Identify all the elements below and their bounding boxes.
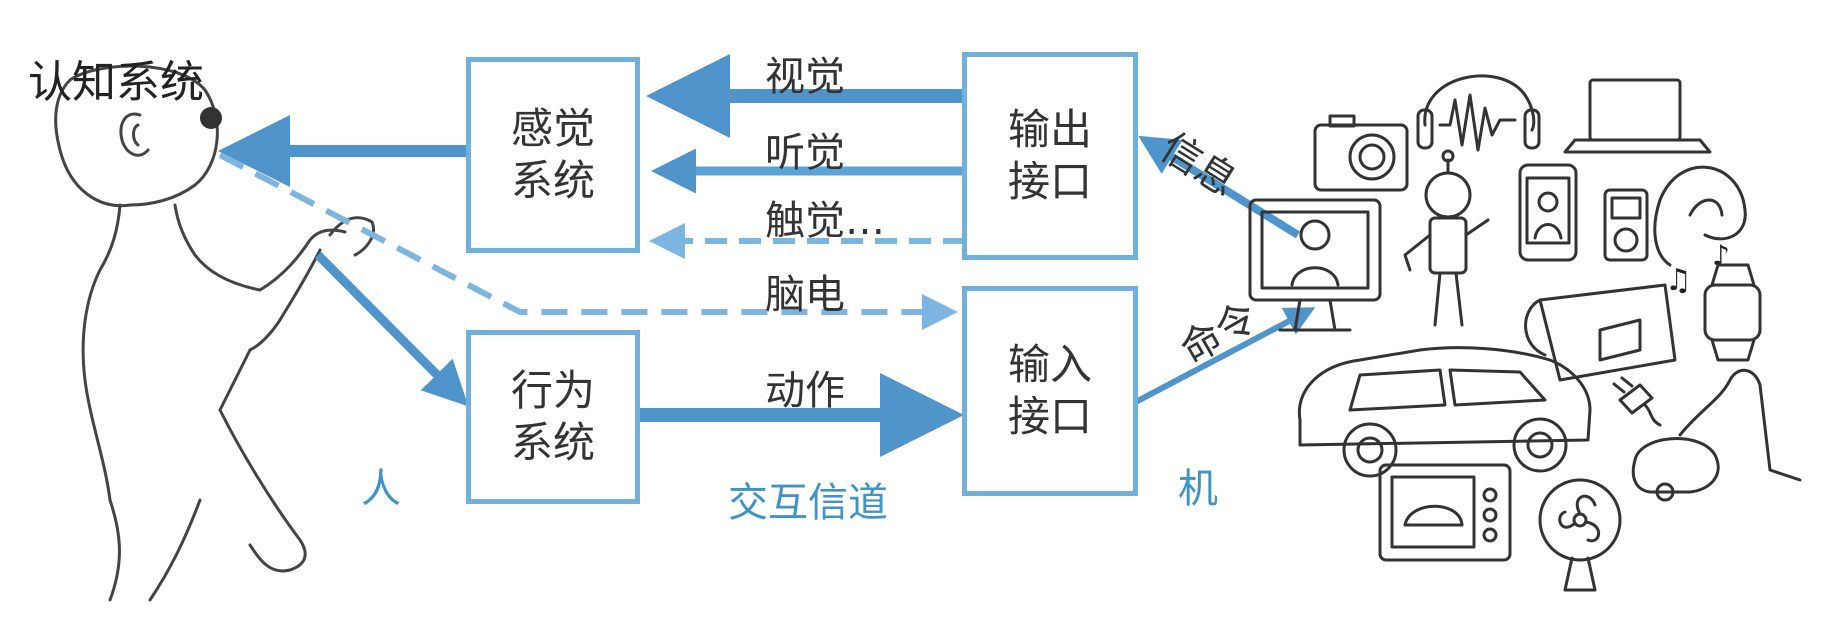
behavior-system-box: 行为 系统 <box>466 330 640 504</box>
human-label: 人 <box>361 466 401 512</box>
command-arrow <box>1128 307 1316 408</box>
hand-to-behavior-arrow <box>314 251 469 407</box>
camera-icon <box>1313 114 1409 192</box>
vision-label: 视觉 <box>765 54 845 100</box>
robot-icon <box>1403 149 1490 327</box>
music-player-icon <box>1603 188 1649 262</box>
vr-headset-icon <box>1524 283 1677 382</box>
touch-label: 触觉… <box>765 198 885 244</box>
earphones-icon: ♫ ♪ <box>1653 165 1747 298</box>
monitor-icon <box>1248 198 1382 332</box>
fan-icon <box>1538 478 1622 592</box>
laptop-icon <box>1563 78 1712 154</box>
machine-label: 机 <box>1178 466 1218 512</box>
person-icon <box>54 64 375 602</box>
microwave-icon <box>1378 463 1512 562</box>
eeg-arrow <box>218 152 958 330</box>
input-interface-box: 输入 接口 <box>962 286 1138 496</box>
hearing-label: 听觉 <box>765 130 845 176</box>
sensory-system-box: 感觉 系统 <box>466 57 640 253</box>
phone-icon <box>1518 163 1578 262</box>
action-label: 动作 <box>765 368 845 414</box>
channel-label: 交互信道 <box>728 480 888 526</box>
cognitive-system-label: 认知系统 <box>28 57 204 108</box>
eeg-label: 脑电 <box>765 272 845 318</box>
svg-text:♪: ♪ <box>1712 239 1730 272</box>
headphones-icon <box>1416 74 1541 152</box>
svg-text:♫: ♫ <box>1665 263 1692 298</box>
plug-icon <box>1612 376 1662 427</box>
vacuum-cleaner-icon <box>1631 369 1802 502</box>
info-arrow <box>1138 135 1301 239</box>
smartwatch-icon <box>1703 263 1762 362</box>
car-icon <box>1297 346 1592 478</box>
output-interface-box: 输出 接口 <box>962 52 1138 260</box>
